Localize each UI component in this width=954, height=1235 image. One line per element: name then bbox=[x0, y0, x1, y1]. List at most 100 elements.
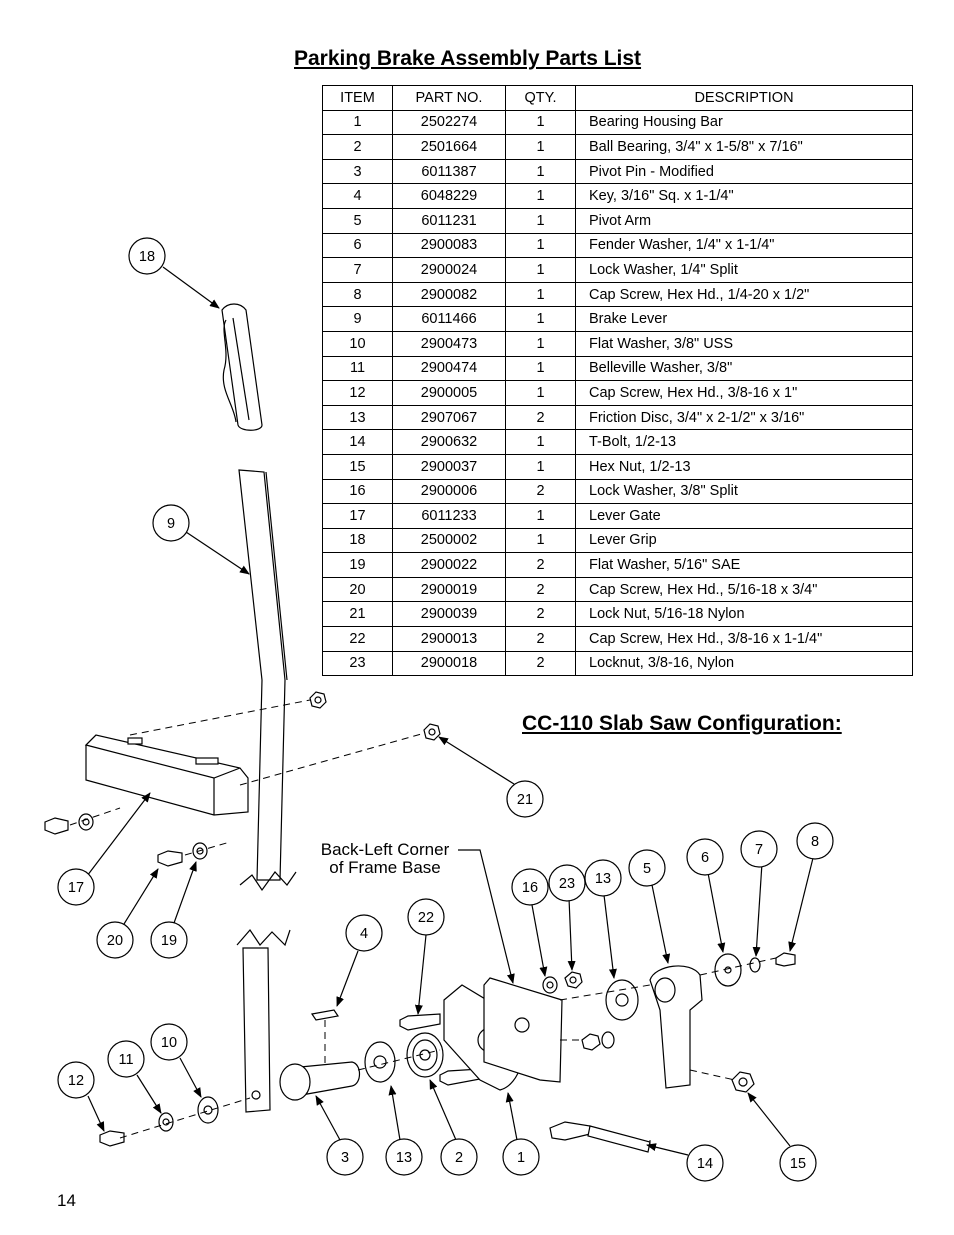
cell-part-no: 2900632 bbox=[392, 429, 506, 455]
cell-item: 11 bbox=[322, 355, 393, 382]
cell-item: 21 bbox=[322, 601, 393, 628]
cell-item: 18 bbox=[322, 527, 393, 554]
cell-description: Lock Washer, 3/8" Split bbox=[575, 478, 913, 505]
cell-item: 16 bbox=[322, 478, 393, 505]
cell-item: 3 bbox=[322, 158, 393, 185]
callout-label: 16 bbox=[522, 880, 538, 896]
cell-qty: 1 bbox=[505, 306, 576, 332]
cell-part-no: 6011466 bbox=[392, 306, 506, 332]
cell-description: Lock Washer, 1/4" Split bbox=[575, 257, 913, 283]
cell-qty: 1 bbox=[505, 453, 576, 480]
cell-part-no: 2900022 bbox=[392, 552, 506, 578]
cell-part-no: 6011387 bbox=[392, 158, 506, 185]
cell-part-no: 2900006 bbox=[392, 478, 506, 505]
cell-qty: 1 bbox=[505, 109, 576, 136]
cell-description: Bearing Housing Bar bbox=[575, 109, 913, 136]
callout-label: 9 bbox=[167, 516, 175, 532]
cell-part-no: 2502274 bbox=[392, 109, 506, 136]
cell-item: 10 bbox=[322, 330, 393, 357]
leader-lines bbox=[86, 266, 814, 1156]
callout-label: 14 bbox=[697, 1156, 713, 1172]
cell-description: Brake Lever bbox=[575, 306, 913, 332]
cell-part-no: 2900018 bbox=[392, 650, 506, 677]
cell-part-no: 6011231 bbox=[392, 207, 506, 234]
cell-qty: 1 bbox=[505, 429, 576, 455]
frame-label-line-1: Back-Left Corner bbox=[321, 840, 450, 859]
callout-label: 23 bbox=[559, 876, 575, 892]
cell-qty: 1 bbox=[505, 158, 576, 185]
callout-label: 22 bbox=[418, 910, 434, 926]
lever-grip-drawing bbox=[221, 303, 263, 431]
callout-label: 8 bbox=[811, 834, 819, 850]
column-header-description: DESCRIPTION bbox=[575, 85, 913, 111]
callout-labels: 18 9 21 17 20 19 4 22 16 23 13 5 6 7 8 1… bbox=[68, 249, 819, 1172]
cell-description: Pivot Pin - Modified bbox=[575, 158, 913, 185]
callout-label: 13 bbox=[396, 1150, 412, 1166]
cell-description: Flat Washer, 3/8" USS bbox=[575, 330, 913, 357]
brake-lever-drawing bbox=[236, 469, 297, 1113]
callout-circles bbox=[57, 237, 834, 1182]
cell-item: 13 bbox=[322, 404, 393, 431]
cell-description: Key, 3/16" Sq. x 1-1/4" bbox=[575, 183, 913, 209]
column-header-qty: QTY. bbox=[505, 85, 576, 111]
callout-label: 11 bbox=[118, 1052, 133, 1068]
callout-label: 10 bbox=[161, 1035, 177, 1051]
callout-label: 3 bbox=[341, 1150, 349, 1166]
frame-label-line-2: of Frame Base bbox=[329, 858, 441, 877]
cell-part-no: 2900024 bbox=[392, 257, 506, 283]
cell-part-no: 2500002 bbox=[392, 527, 506, 554]
callout-label: 1 bbox=[517, 1150, 525, 1166]
frame-base-label: Back-Left Corner of Frame Base bbox=[321, 840, 450, 877]
column-header-part-no: PART NO. bbox=[392, 85, 506, 111]
cell-item: 23 bbox=[322, 650, 393, 677]
callout-label: 13 bbox=[595, 871, 611, 887]
cell-description: Lever Grip bbox=[575, 527, 913, 554]
table-header-row: ITEM PART NO. QTY. DESCRIPTION bbox=[322, 85, 913, 111]
page-number: 14 bbox=[57, 1191, 76, 1210]
cell-item: 17 bbox=[322, 503, 393, 529]
callout-label: 12 bbox=[68, 1073, 84, 1089]
callout-label: 18 bbox=[139, 249, 155, 265]
configuration-title: CC-110 Slab Saw Configuration: bbox=[522, 712, 842, 735]
cell-item: 22 bbox=[322, 626, 393, 652]
column-header-item: ITEM bbox=[322, 85, 393, 111]
cell-part-no: 2501664 bbox=[392, 134, 506, 160]
callout-label: 4 bbox=[360, 926, 368, 942]
hardware-drawings bbox=[44, 691, 796, 1153]
cell-qty: 2 bbox=[505, 626, 576, 652]
callout-label: 5 bbox=[643, 861, 651, 877]
callout-label: 15 bbox=[790, 1156, 806, 1172]
cell-description: Hex Nut, 1/2-13 bbox=[575, 453, 913, 480]
callout-label: 21 bbox=[517, 792, 533, 808]
cell-item: 14 bbox=[322, 429, 393, 455]
assembly-dashed-lines bbox=[69, 699, 777, 1150]
cell-qty: 1 bbox=[505, 134, 576, 160]
cell-qty: 1 bbox=[505, 183, 576, 209]
cell-qty: 2 bbox=[505, 478, 576, 505]
callout-label: 6 bbox=[701, 850, 709, 866]
callout-label: 2 bbox=[455, 1150, 463, 1166]
callout-label: 17 bbox=[68, 880, 84, 896]
cell-description: Locknut, 3/8-16, Nylon bbox=[575, 650, 913, 677]
cell-qty: 1 bbox=[505, 330, 576, 357]
cell-description: Pivot Arm bbox=[575, 207, 913, 234]
cell-part-no: 2900082 bbox=[392, 281, 506, 308]
cell-description: Lock Nut, 5/16-18 Nylon bbox=[575, 601, 913, 628]
lever-gate-drawing bbox=[84, 734, 249, 816]
cell-description: Friction Disc, 3/4" x 2-1/2" x 3/16" bbox=[575, 404, 913, 431]
